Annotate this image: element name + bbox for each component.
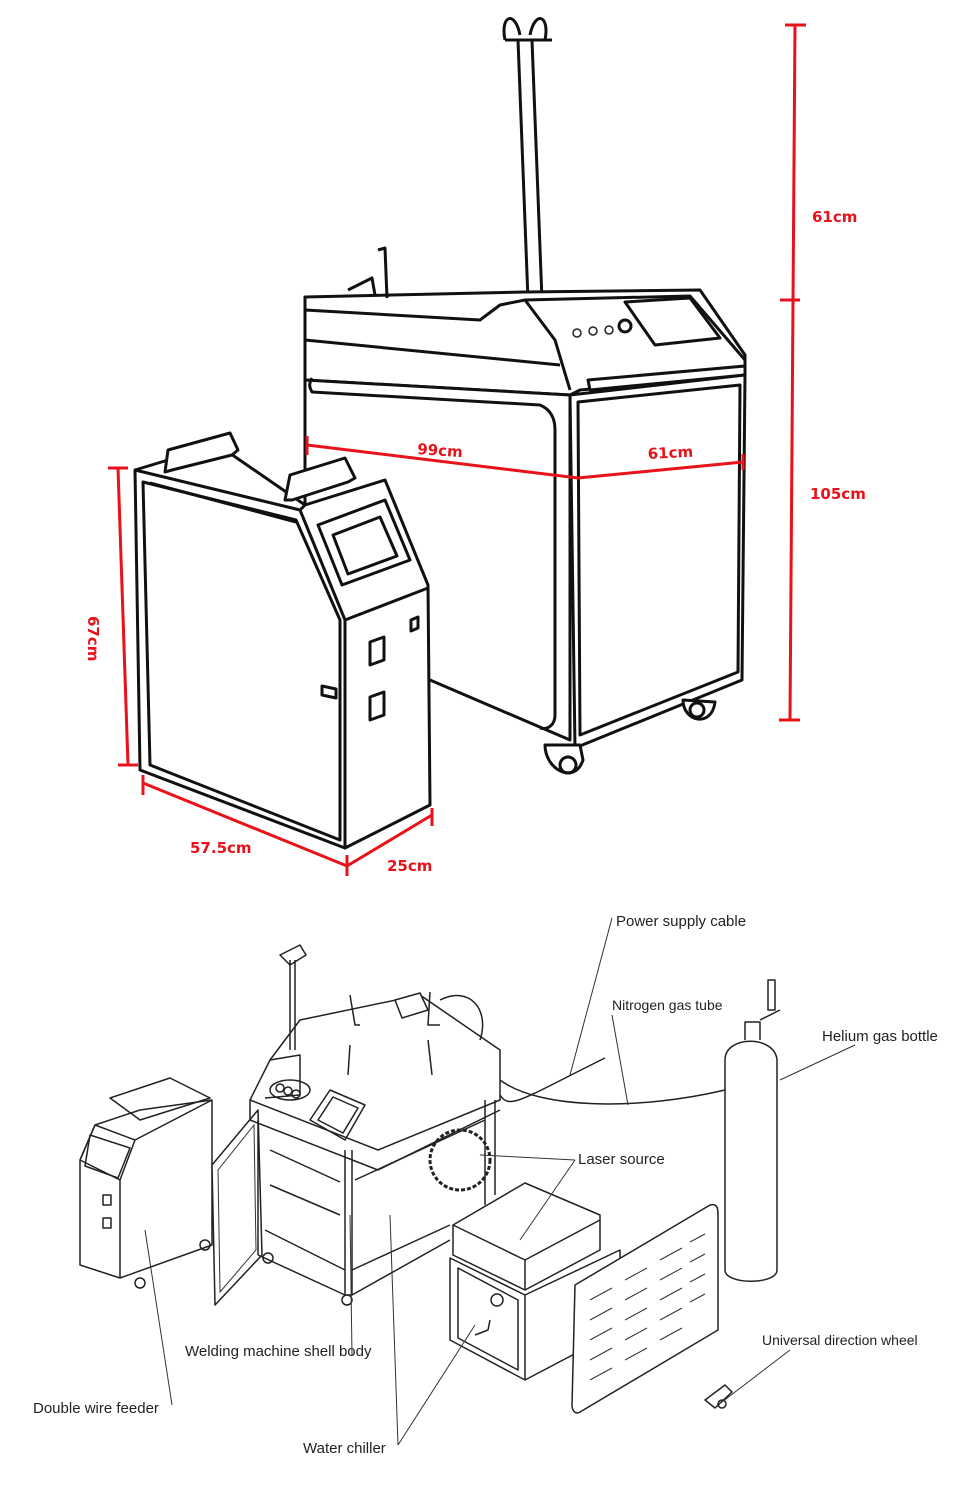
dim-length: 99cm	[417, 440, 464, 461]
label-universal-direction-wheel: Universal direction wheel	[762, 1332, 918, 1348]
leader-lines	[144, 917, 856, 1446]
label-nitrogen-gas-tube: Nitrogen gas tube	[612, 997, 723, 1013]
label-water-chiller: Water chiller	[303, 1440, 386, 1457]
dim-feeder-length: 57.5cm	[190, 839, 252, 857]
dim-body-height: 105cm	[810, 485, 866, 503]
dim-feeder-height: 67cm	[84, 616, 102, 661]
label-welding-machine-shell-body: Welding machine shell body	[185, 1343, 372, 1360]
main-welder-unit	[303, 17, 747, 775]
label-helium-gas-bottle: Helium gas bottle	[822, 1028, 938, 1045]
component-labels: Power supply cable Nitrogen gas tube Hel…	[33, 913, 938, 1457]
dim-width: 61cm	[647, 443, 693, 463]
label-power-supply-cable: Power supply cable	[616, 913, 746, 930]
exploded-view	[79, 944, 781, 1414]
dimension-lines: 61cm 105cm 99cm 61cm 67cm 57.5cm 25cm	[84, 23, 866, 876]
dim-handle-height: 61cm	[812, 208, 857, 226]
label-double-wire-feeder: Double wire feeder	[33, 1400, 159, 1417]
dim-feeder-width: 25cm	[387, 857, 432, 875]
label-laser-source: Laser source	[578, 1151, 665, 1168]
wire-feeder-unit	[133, 431, 432, 850]
